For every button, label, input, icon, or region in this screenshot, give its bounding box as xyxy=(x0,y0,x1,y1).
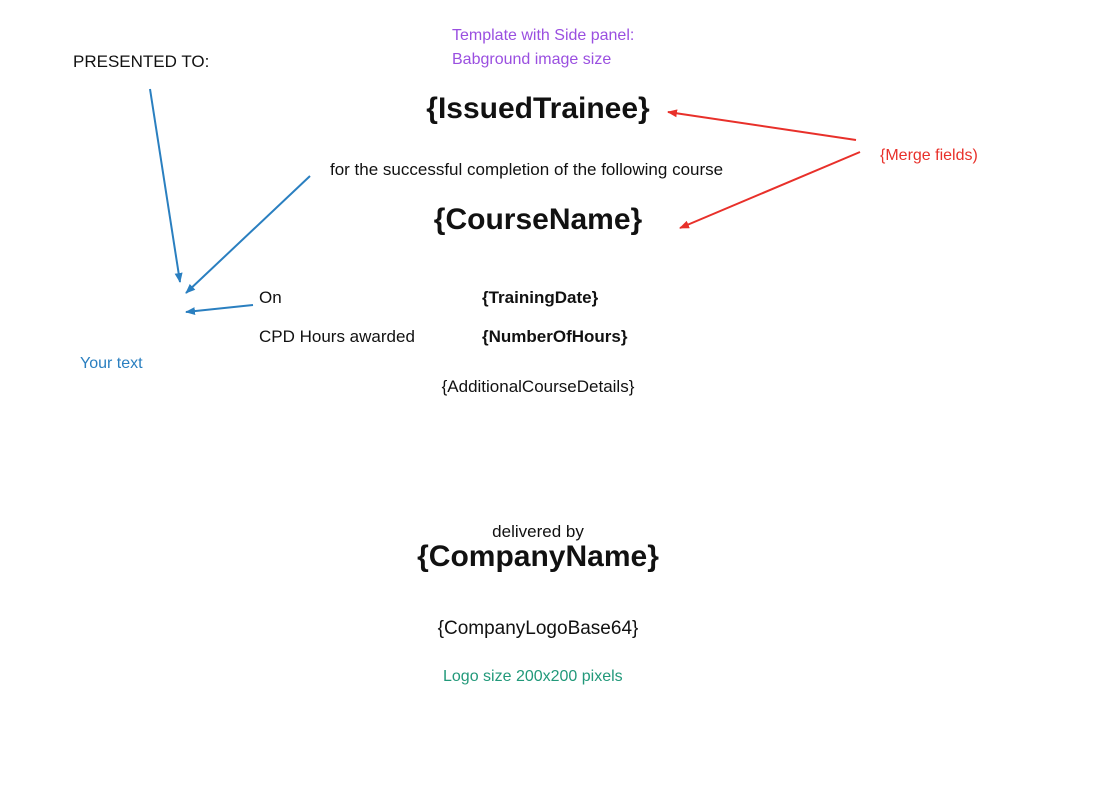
your-text-note: Your text xyxy=(80,355,143,372)
blue-arrow-presented-to xyxy=(149,88,183,283)
blue-arrow-completion xyxy=(185,175,311,294)
red-arrow-to-trainee xyxy=(667,109,857,141)
template-note-line2: Babground image size xyxy=(452,51,612,68)
issued-trainee-field: {IssuedTrainee} xyxy=(426,92,650,125)
delivered-by-label: delivered by xyxy=(492,522,584,541)
company-name-field: {CompanyName} xyxy=(417,540,659,573)
logo-size-note: Logo size 200x200 pixels xyxy=(443,668,623,685)
company-logo-field: {CompanyLogoBase64} xyxy=(437,618,639,639)
cpd-hours-label: CPD Hours awarded xyxy=(259,327,415,346)
completion-text: for the successful completion of the fol… xyxy=(330,160,724,179)
template-note-line1: Template with Side panel: xyxy=(452,27,635,44)
additional-course-details-field: {AdditionalCourseDetails} xyxy=(441,377,635,396)
training-date-field: {TrainingDate} xyxy=(482,288,599,307)
merge-fields-note: {Merge fields) xyxy=(880,147,978,164)
course-name-field: {CourseName} xyxy=(433,203,643,236)
red-arrow-to-course xyxy=(679,151,861,229)
on-label: On xyxy=(259,288,282,307)
blue-arrow-on-label xyxy=(185,304,254,316)
number-of-hours-field: {NumberOfHours} xyxy=(482,327,628,346)
presented-to-label: PRESENTED TO: xyxy=(73,52,210,71)
